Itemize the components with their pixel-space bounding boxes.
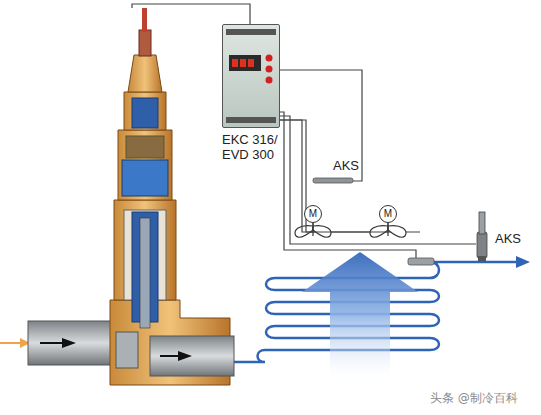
- sensor-label: AKS: [495, 231, 521, 246]
- motor-symbol: M: [384, 209, 392, 219]
- outlet-arrowhead: [516, 256, 530, 268]
- controller: EKC 316/ EVD 300: [222, 24, 280, 162]
- fan-motor: M: [304, 205, 322, 223]
- wire: [132, 4, 476, 259]
- pipe-sensor: [408, 258, 434, 265]
- fan-blades: [295, 223, 406, 237]
- fan-motor: M: [379, 205, 397, 223]
- pressure-sensor: [477, 212, 487, 261]
- motor-symbol: M: [309, 209, 317, 219]
- air-flow-arrow: [302, 252, 418, 378]
- expansion-valve: [0, 8, 234, 385]
- controller-housing: [222, 24, 280, 128]
- watermark: 头条 @制冷百科: [430, 390, 518, 407]
- controller-face: [223, 25, 279, 127]
- controller-name: EKC 316/ EVD 300: [222, 128, 280, 162]
- signal-wire: [280, 120, 388, 232]
- sensor-label: AKS: [333, 158, 359, 173]
- temperature-sensor: [313, 178, 353, 183]
